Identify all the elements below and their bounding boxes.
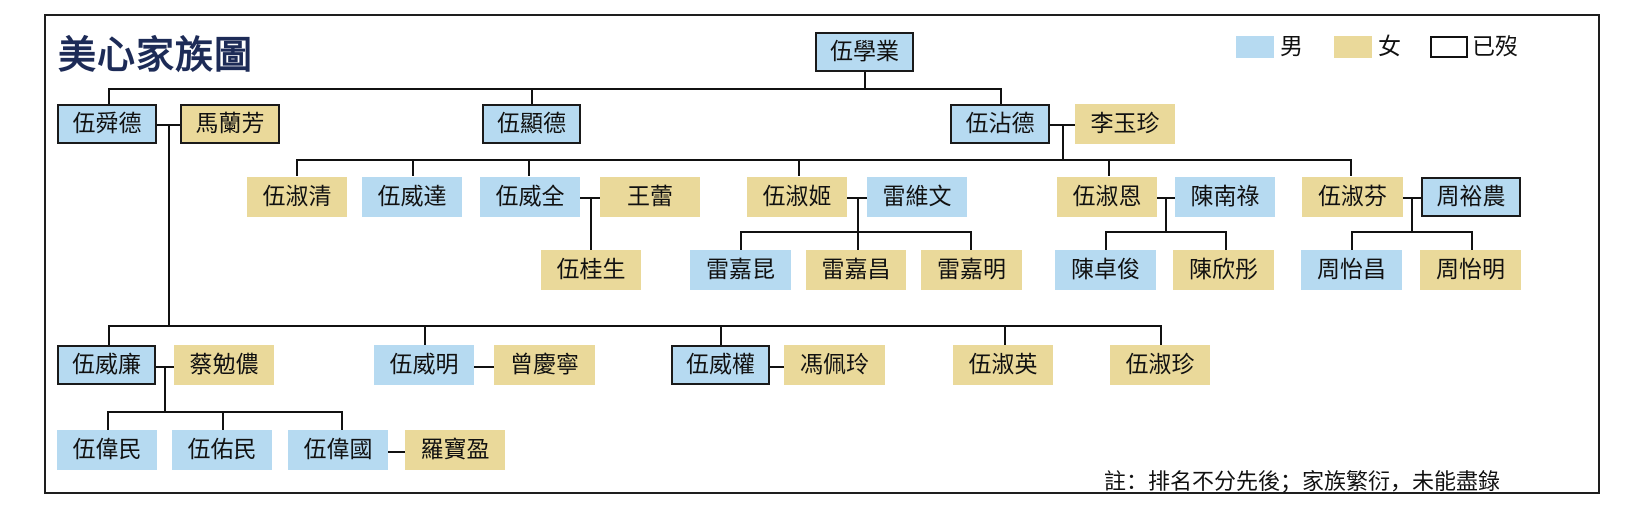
person-zengqingning: 曾慶寧 <box>494 345 595 385</box>
person-zhande: 伍沾德 <box>950 104 1050 144</box>
legend-deceased-label: 已歿 <box>1472 34 1518 60</box>
person-weida: 伍威達 <box>362 177 462 217</box>
person-zhouyunong: 周裕農 <box>1421 177 1521 217</box>
legend-male-label: 男 <box>1280 34 1303 60</box>
person-weiguo: 伍偉國 <box>288 430 388 470</box>
person-zhouyichang: 周怡昌 <box>1301 250 1402 290</box>
person-shufen: 伍淑芬 <box>1302 177 1403 217</box>
person-leiweiwen: 雷維文 <box>867 177 967 217</box>
legend-female-swatch <box>1334 36 1372 58</box>
person-chennanlu: 陳南祿 <box>1175 177 1275 217</box>
person-chenxintong: 陳欣彤 <box>1173 250 1274 290</box>
person-zhouyiming: 周怡明 <box>1420 250 1521 290</box>
diagram-title: 美心家族圖 <box>58 33 254 77</box>
person-liyuzhen: 李玉珍 <box>1075 104 1175 144</box>
person-shuen: 伍淑恩 <box>1057 177 1157 217</box>
person-root: 伍學業 <box>815 32 914 72</box>
person-shuying: 伍淑英 <box>953 345 1053 385</box>
person-weiquan2: 伍威權 <box>671 345 770 385</box>
person-luobaoying: 羅寶盈 <box>405 430 505 470</box>
diagram-frame <box>44 14 1600 494</box>
legend-male-swatch <box>1236 36 1274 58</box>
person-shuqing: 伍淑清 <box>247 177 347 217</box>
legend-female-label: 女 <box>1378 34 1401 60</box>
person-weilian: 伍威廉 <box>57 345 156 385</box>
person-malanfang: 馬蘭芳 <box>180 104 280 144</box>
person-youmin: 伍佑民 <box>172 430 272 470</box>
person-weimin: 伍偉民 <box>57 430 157 470</box>
person-weiming: 伍威明 <box>374 345 474 385</box>
footnote: 註：排名不分先後；家族繁衍，未能盡錄 <box>1104 470 1501 495</box>
person-weiquan: 伍威全 <box>480 177 580 217</box>
person-guisheng: 伍桂生 <box>541 250 641 290</box>
person-shunde: 伍舜德 <box>57 104 157 144</box>
person-shuji: 伍淑姬 <box>747 177 847 217</box>
person-wanglei: 王蕾 <box>600 177 700 217</box>
person-leijiakun: 雷嘉昆 <box>690 250 791 290</box>
legend-deceased-swatch <box>1430 36 1468 58</box>
person-xiande: 伍顯德 <box>482 104 581 144</box>
person-leijiaming: 雷嘉明 <box>921 250 1022 290</box>
person-fengpeiling: 馮佩玲 <box>784 345 885 385</box>
person-leijiachang: 雷嘉昌 <box>806 250 906 290</box>
person-shuzhen: 伍淑珍 <box>1110 345 1210 385</box>
person-chenzhuojun: 陳卓俊 <box>1055 250 1156 290</box>
person-caimiannong: 蔡勉儂 <box>174 345 274 385</box>
